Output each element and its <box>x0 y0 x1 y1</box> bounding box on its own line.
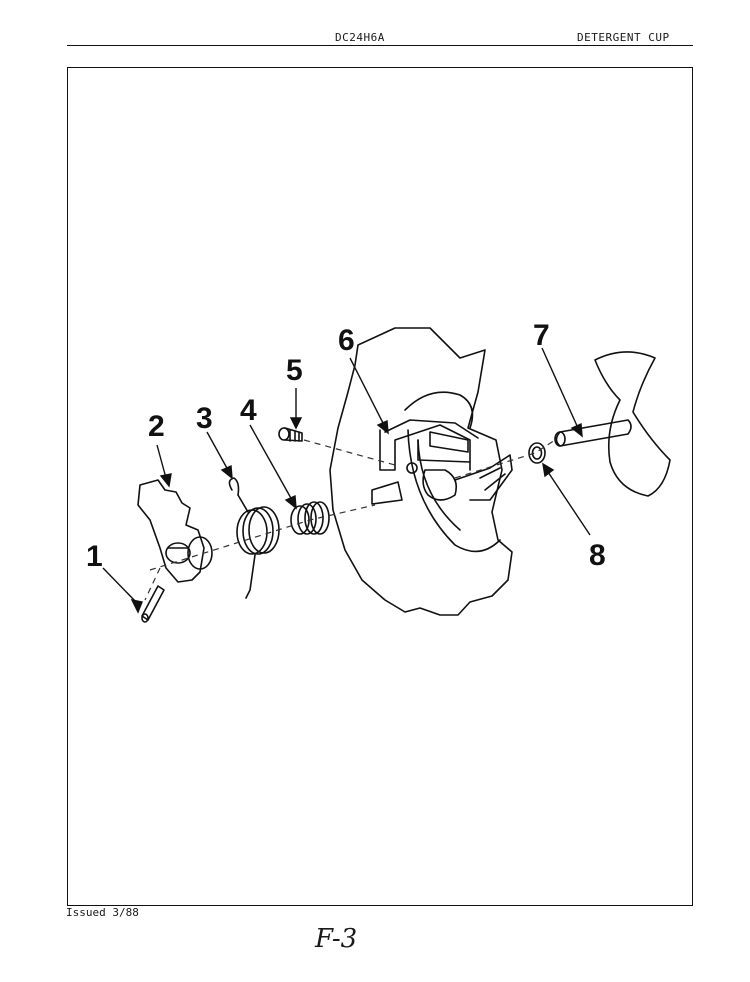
callout-1: 1 <box>86 540 103 573</box>
callout-3: 3 <box>196 402 213 435</box>
page-mark: F-3 <box>315 924 358 954</box>
section-title: DETERGENT CUP <box>577 31 670 44</box>
screw <box>278 427 303 442</box>
issued-date: Issued 3/88 <box>66 906 139 919</box>
callout-7: 7 <box>533 319 550 352</box>
ring-washer <box>528 442 546 464</box>
alignment-lines <box>144 439 556 601</box>
pin <box>141 585 165 623</box>
actuator-shaft <box>554 351 671 497</box>
detergent-cup-housing <box>329 327 513 616</box>
callout-6: 6 <box>338 324 355 357</box>
leader-arrows <box>102 347 591 614</box>
callout-5: 5 <box>286 354 303 387</box>
compression-spring <box>290 501 330 535</box>
torsion-spring <box>228 477 280 599</box>
model-number: DC24H6A <box>335 31 385 44</box>
callout-labels: 1 2 3 4 5 6 7 8 <box>86 319 606 573</box>
callout-8: 8 <box>589 539 606 572</box>
header-rule <box>67 45 693 46</box>
callout-2: 2 <box>148 410 165 443</box>
lever-cam <box>137 479 213 583</box>
diagram-frame <box>67 67 693 906</box>
callout-4: 4 <box>240 394 257 427</box>
